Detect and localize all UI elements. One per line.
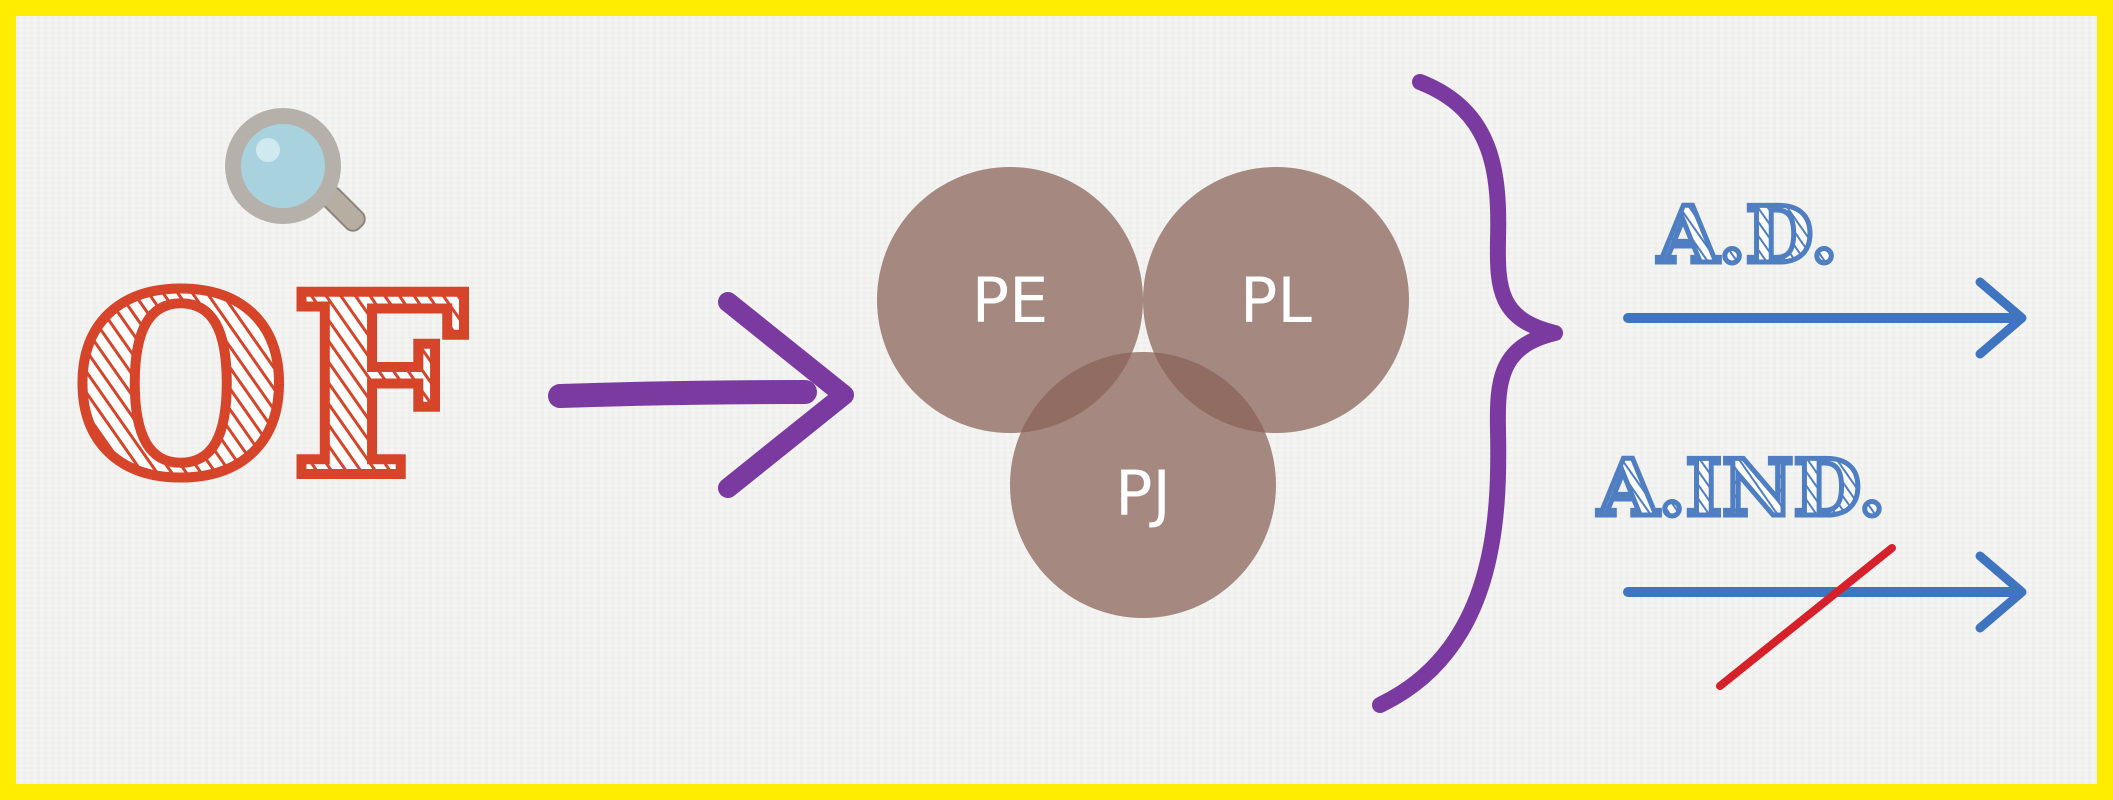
circle-pe	[877, 167, 1143, 433]
circle-label-pl: PL	[1240, 264, 1312, 337]
circle-label-pj: PJ	[1115, 457, 1171, 530]
output-aind: A.IND.	[1595, 441, 2027, 690]
curly-brace-icon	[1372, 74, 1563, 713]
circle-label-pe: PE	[972, 264, 1049, 337]
venn-diagram: PE PL PJ	[877, 167, 1409, 618]
of-label: OF	[72, 239, 467, 533]
output-ad: A.D.	[1623, 188, 2027, 359]
magnifier-icon	[225, 108, 366, 232]
right-arrow-icon	[548, 292, 854, 498]
of-title: OF	[67, 234, 472, 538]
circle-pj	[1010, 352, 1276, 618]
strikethrough-mark	[1716, 544, 1896, 690]
output-label-ad: A.D.	[1657, 190, 1838, 281]
output-label-aind: A.IND.	[1597, 443, 1885, 534]
circle-pl	[1143, 167, 1409, 433]
